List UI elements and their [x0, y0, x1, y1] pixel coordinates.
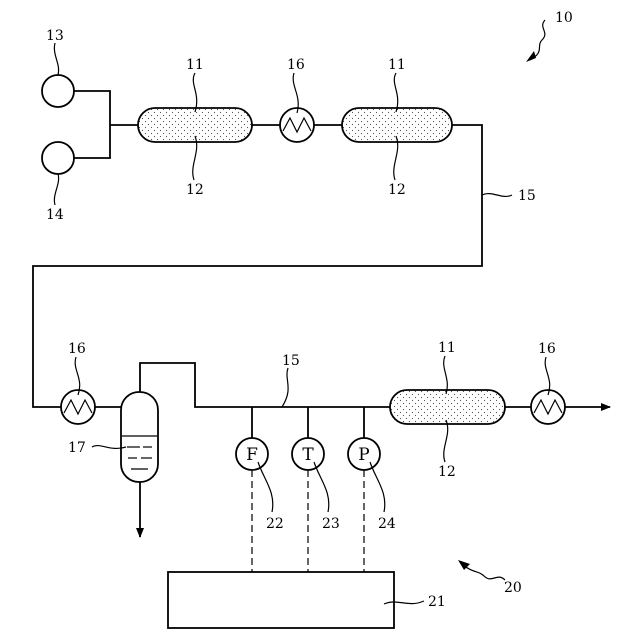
- label-system: 10: [555, 10, 573, 26]
- leader-lines: [54, 20, 549, 604]
- flow-sensor-letter: F: [246, 445, 258, 465]
- temperature-sensor-letter: T: [302, 445, 314, 465]
- source-14: [42, 142, 74, 174]
- label-heat-exchanger-bottom-right: 16: [538, 341, 556, 357]
- label-heat-exchanger-bottom-left: 16: [68, 341, 86, 357]
- label-catalyst-top-1: 12: [186, 182, 204, 198]
- controller-box: [168, 572, 394, 628]
- label-source-a: 13: [46, 28, 64, 44]
- label-source-b: 14: [46, 207, 64, 223]
- flow-sensor: F: [236, 438, 268, 470]
- reference-numerals: 10 13 14 11 12 16 11 12 15 16 17 15 11 1…: [46, 10, 573, 610]
- temperature-sensor: T: [292, 438, 324, 470]
- label-heat-exchanger-top: 16: [287, 57, 305, 73]
- pressure-sensor: P: [348, 438, 380, 470]
- label-controller: 21: [428, 594, 446, 610]
- label-separator: 17: [68, 440, 86, 456]
- heat-exchanger-bottom-right: [531, 390, 565, 424]
- label-catalyst-top-2: 12: [388, 182, 406, 198]
- label-pressure-sensor: 24: [378, 516, 396, 532]
- label-line-top: 15: [518, 188, 536, 204]
- label-reactor-bottom: 11: [438, 340, 456, 356]
- heat-exchanger-bottom-left: [61, 390, 95, 424]
- label-catalyst-bottom: 12: [438, 464, 456, 480]
- reactor-bottom: [390, 390, 505, 424]
- pressure-sensor-letter: P: [358, 445, 369, 465]
- label-controller-system: 20: [504, 580, 522, 596]
- label-temperature-sensor: 23: [322, 516, 340, 532]
- label-reactor-top-2: 11: [388, 57, 406, 73]
- label-flow-sensor: 22: [266, 516, 284, 532]
- heat-exchanger-top: [280, 108, 314, 142]
- label-reactor-top-1: 11: [186, 57, 204, 73]
- label-line-bottom: 15: [282, 353, 300, 369]
- separator-vessel: [121, 392, 158, 482]
- source-13: [42, 75, 74, 107]
- reactor-top-2: [342, 108, 452, 142]
